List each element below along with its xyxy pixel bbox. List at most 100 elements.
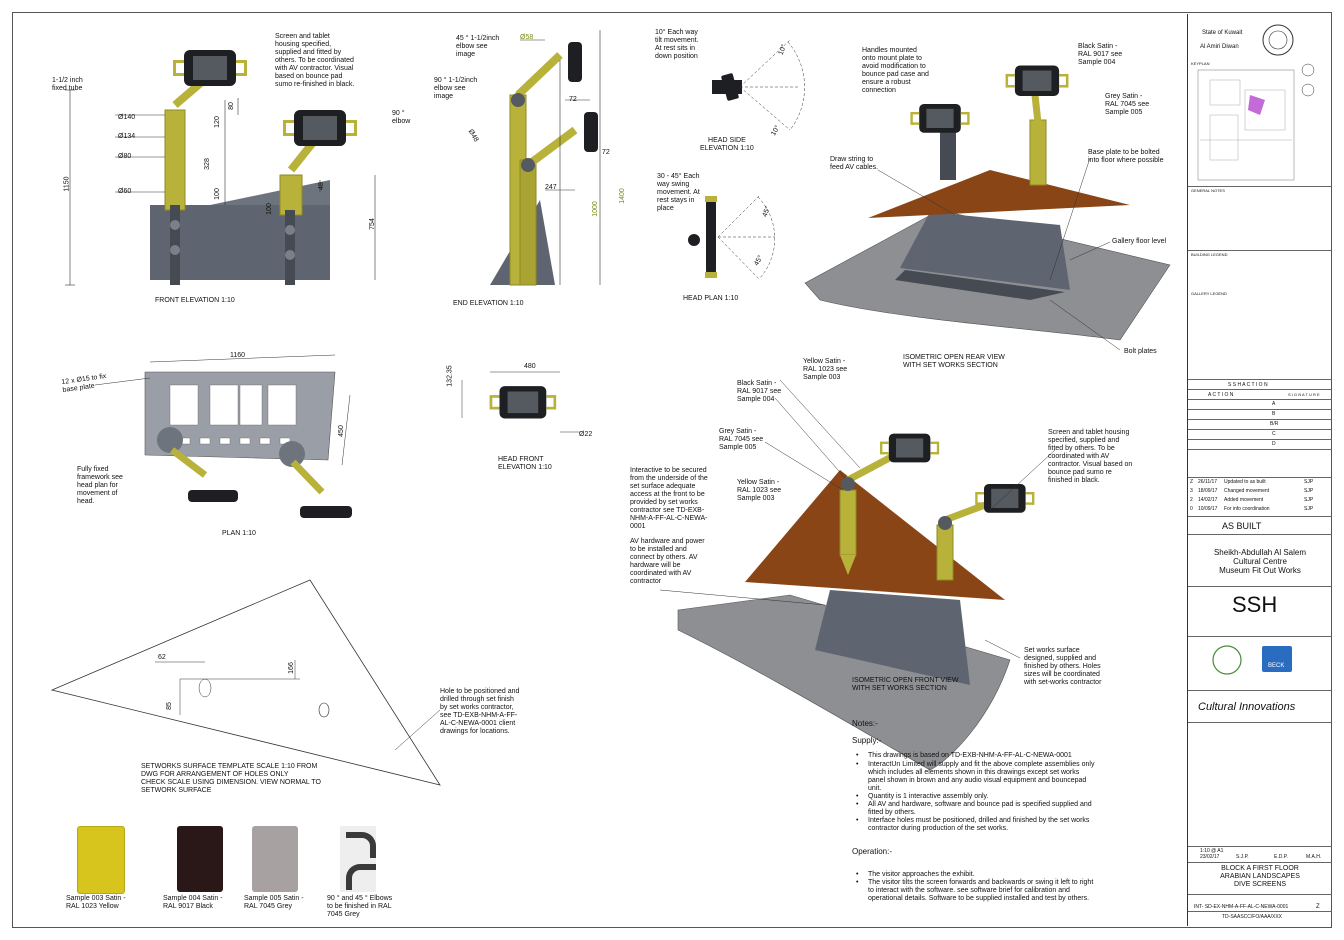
head-side-note: 10° Each way tilt movement. At rest sits… (655, 29, 699, 60)
iso-rear-bolt: Bolt plates (1124, 348, 1157, 355)
note-s5: Interface holes must be positioned, dril… (868, 817, 1090, 832)
setworks-template-drawing (50, 579, 441, 786)
iso-front-interactive: Interactive to be secured from the under… (630, 467, 708, 530)
tb-drawing-title: BLOCK A FIRST FLOOR ARABIAN LANDSCAPES D… (1220, 865, 1300, 888)
dim-d62: 62 (158, 654, 166, 661)
iso-front-yellow-mid: Yellow Satin - RAL 1023 see Sample 003 (737, 479, 782, 502)
head-front-title: HEAD FRONT ELEVATION 1:10 (498, 456, 552, 471)
dim-d134: Ø134 (118, 133, 136, 140)
front-elev-callout-screen: Screen and tablet housing specified, sup… (275, 33, 355, 88)
end-elev-callout-45: 45 ° 1-1/2inch elbow see image (456, 35, 500, 58)
dim-d72b: 72 (602, 149, 610, 156)
front-elev-callout-tube: 1-1/2 inch fixed tube (52, 77, 83, 92)
dim-d166: 166 (287, 662, 295, 674)
iso-rear-title: ISOMETRIC OPEN REAR VIEW WITH SET WORKS … (903, 354, 1005, 369)
iso-front-setworks: Set works surface designed, supplied and… (1024, 647, 1102, 686)
sample-label-elbows: 90 ° and 45 ° Elbows to be finished in R… (327, 895, 393, 918)
note-s2: InteractUn Limited will supply and fit t… (868, 761, 1095, 792)
head-plan-drawing (688, 194, 775, 281)
tb-building-legend: BUILDING LEGEND (1191, 252, 1228, 257)
bullet: • (856, 761, 859, 768)
tb-ssh-action: S S H A C T I O N (1228, 382, 1268, 388)
tb-reference: TD-SAASCC/FO/AAA/XXX (1222, 914, 1283, 920)
dim-h1150: 1150 (63, 176, 71, 192)
sample-label-yellow: Sample 003 Satin - RAL 1023 Yellow (66, 895, 126, 910)
iso-rear-black: Black Satin - RAL 9017 see Sample 004 (1078, 43, 1123, 66)
dim-h754: 754 (368, 218, 376, 230)
iso-front-grey: Grey Satin - RAL 7045 see Sample 005 (719, 428, 764, 451)
title-block-graphics (1197, 24, 1315, 675)
tb-gallery-legend: GALLERY LEGEND (1191, 291, 1227, 296)
tb-action-header: A C T I O N (1208, 392, 1234, 398)
notes-heading: Notes:- (852, 719, 878, 728)
iso-front-yellow-top: Yellow Satin - RAL 1023 see Sample 003 (803, 358, 848, 381)
title-block: State of Kuwait Al Amiri Diwan KEYPLAN G… (1187, 14, 1332, 926)
bullet: • (856, 801, 859, 808)
note-o1: The visitor approaches the exhibit. (868, 871, 975, 878)
plan-title: PLAN 1:10 (222, 530, 256, 537)
bullet: • (856, 871, 859, 878)
tb-project: Sheikh-Abdullah Al Salem Cultural Centre… (1213, 548, 1307, 575)
dim-d72a: 72 (569, 96, 577, 103)
tb-action-code: B (1272, 411, 1276, 417)
iso-front-screen: Screen and tablet housing specified, sup… (1048, 429, 1133, 484)
head-plan-title: HEAD PLAN 1:10 (683, 295, 739, 302)
sample-grey-swatch (252, 826, 298, 892)
dim-h328: 328 (203, 158, 211, 170)
tb-signature-header: S I G N A T U R E (1288, 392, 1320, 397)
note-s1: This drawings is based on TD-EXB-NHM-A-F… (868, 752, 1072, 759)
iso-front-title: ISOMETRIC OPEN FRONT VIEW WITH SET WORKS… (852, 677, 959, 692)
iso-front-av: AV hardware and power to be installed an… (630, 538, 705, 585)
template-title: SETWORKS SURFACE TEMPLATE SCALE 1:10 FRO… (141, 763, 321, 794)
end-elev-callout-90: 90 ° 1-1/2inch elbow see image (434, 77, 478, 100)
front-elev-callout-elbow: 90 ° elbow (392, 110, 411, 125)
tb-action-code: C (1272, 431, 1276, 437)
sample-label-grey: Sample 005 Satin - RAL 7045 Grey (244, 895, 304, 910)
end-elevation-drawing (490, 30, 601, 286)
front-elev-title: FRONT ELEVATION 1:10 (155, 297, 235, 304)
dim-h100b: 100 (265, 203, 273, 215)
note-s3: Quantity is 1 interactive assembly only. (868, 793, 989, 800)
bullet: • (856, 752, 859, 759)
dim-d85: 85 (165, 702, 173, 710)
head-side-title: HEAD SIDE ELEVATION 1:10 (700, 137, 754, 152)
head-front-drawing (461, 371, 580, 433)
iso-front-drawing (659, 379, 1056, 771)
iso-rear-drawing (804, 65, 1171, 351)
dim-d1000: 1000 (591, 201, 599, 217)
dim-d247: 247 (545, 184, 557, 191)
tb-action-code: D (1272, 441, 1276, 447)
plan-fixed-note: Fully fixed framework see head plan for … (77, 466, 123, 505)
bullet: • (856, 879, 859, 886)
drawing-sheet (12, 12, 1332, 928)
tb-beck-logo: BECK (1268, 663, 1285, 669)
end-elev-title: END ELEVATION 1:10 (453, 300, 524, 307)
tb-ssh-logo: SSH (1232, 592, 1278, 617)
template-hole-note: Hole to be positioned and drilled throug… (440, 688, 520, 735)
sample-elbows-image (340, 826, 376, 892)
tb-meta-row: 1:10 @ A1 (1200, 848, 1224, 854)
tb-as-built: AS BUILT (1222, 521, 1262, 531)
note-s4: All AV and hardware, software and bounce… (868, 801, 1092, 816)
sample-label-black: Sample 004 Satin - RAL 9017 Black (163, 895, 223, 910)
dim-h100a: 100 (213, 188, 221, 200)
iso-rear-floor: Gallery floor level (1112, 238, 1167, 245)
tb-diwan: Al Amiri Diwan (1200, 44, 1239, 50)
dim-d1400: 1400 (618, 188, 626, 204)
tb-action-code: B/R (1270, 421, 1279, 427)
note-o2: The visitor tilts the screen forwards an… (868, 879, 1094, 902)
dim-h80: 80 (227, 102, 235, 110)
tb-keyplan: KEYPLAN (1191, 61, 1210, 66)
iso-rear-handles: Handles mounted onto mount plate to avoi… (862, 47, 929, 94)
front-elevation-drawing (65, 50, 376, 286)
sample-black-swatch (177, 826, 223, 892)
dim-d22: Ø22 (579, 431, 593, 438)
tb-action-code: A (1272, 401, 1276, 407)
sample-yellow-swatch (77, 826, 125, 894)
dim-d450: 450 (337, 425, 345, 437)
